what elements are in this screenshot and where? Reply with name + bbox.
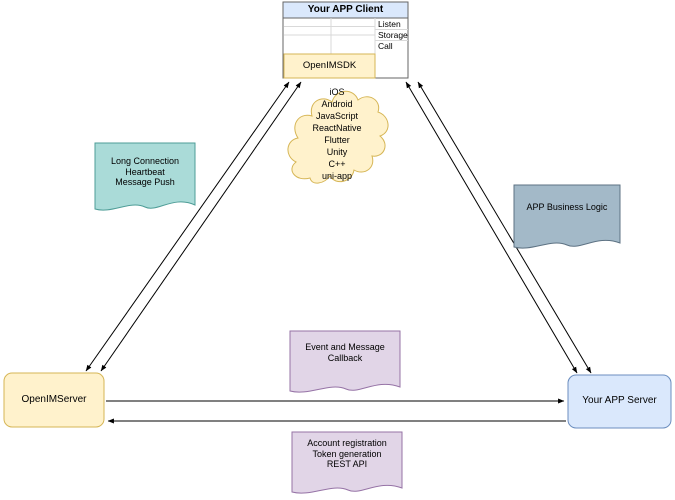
note-account-registration-shape [291, 431, 403, 494]
note-event-callback-shape [289, 330, 401, 393]
connectors [85, 81, 592, 424]
arrow-openimserver-client-2 [100, 81, 302, 372]
arrow-client-appserver-2 [417, 81, 592, 374]
note-long-connection-shape [94, 142, 196, 211]
openim-server-box [3, 372, 105, 428]
client-box [282, 1, 409, 79]
platform-cloud-shape [287, 90, 389, 184]
note-app-business-logic-shape [513, 184, 621, 249]
arrow-openimserver-client-1 [85, 81, 290, 372]
openimsdk-box [283, 53, 376, 79]
app-server-box [567, 374, 672, 429]
client-header [282, 1, 409, 19]
